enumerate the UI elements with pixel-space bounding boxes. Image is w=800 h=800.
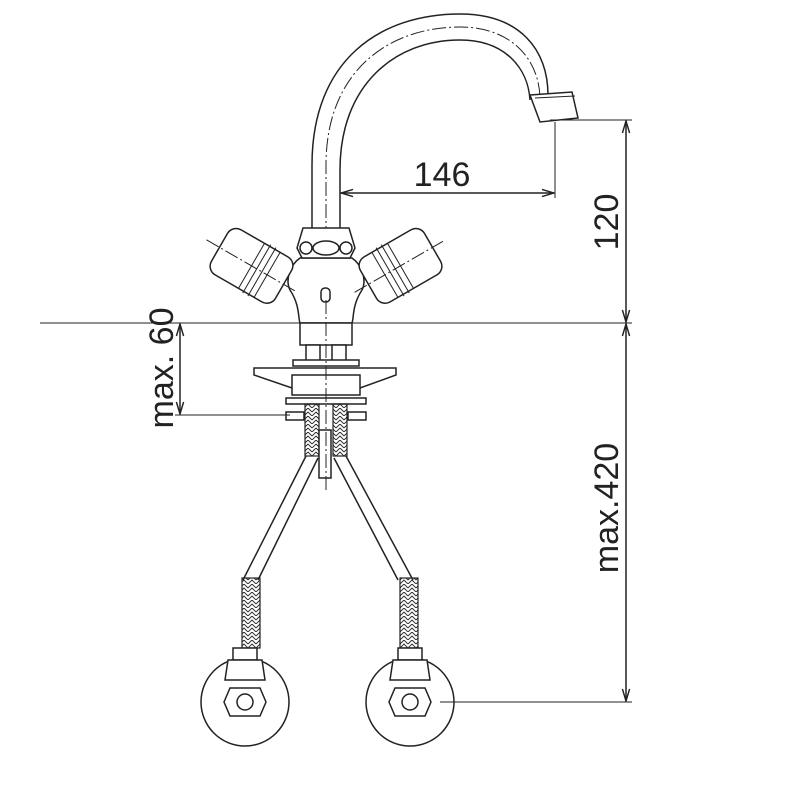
dimension-spout-reach: 146 [414,156,471,194]
handle-left [206,227,298,304]
dimension-max-deck: max. 60 [143,308,181,429]
dimension-spout-height: 120 [588,194,626,251]
wall-fitting-left [200,647,290,747]
spout [311,13,579,240]
handle-right [354,227,446,304]
aerator-nozzle [528,91,579,123]
wall-fitting-right [365,647,455,747]
dimension-lines [40,119,632,703]
mixer-body [206,227,446,324]
dimension-max-length: max.420 [588,443,626,573]
flexible-hoses [241,455,419,649]
mounting-assembly [253,300,397,490]
